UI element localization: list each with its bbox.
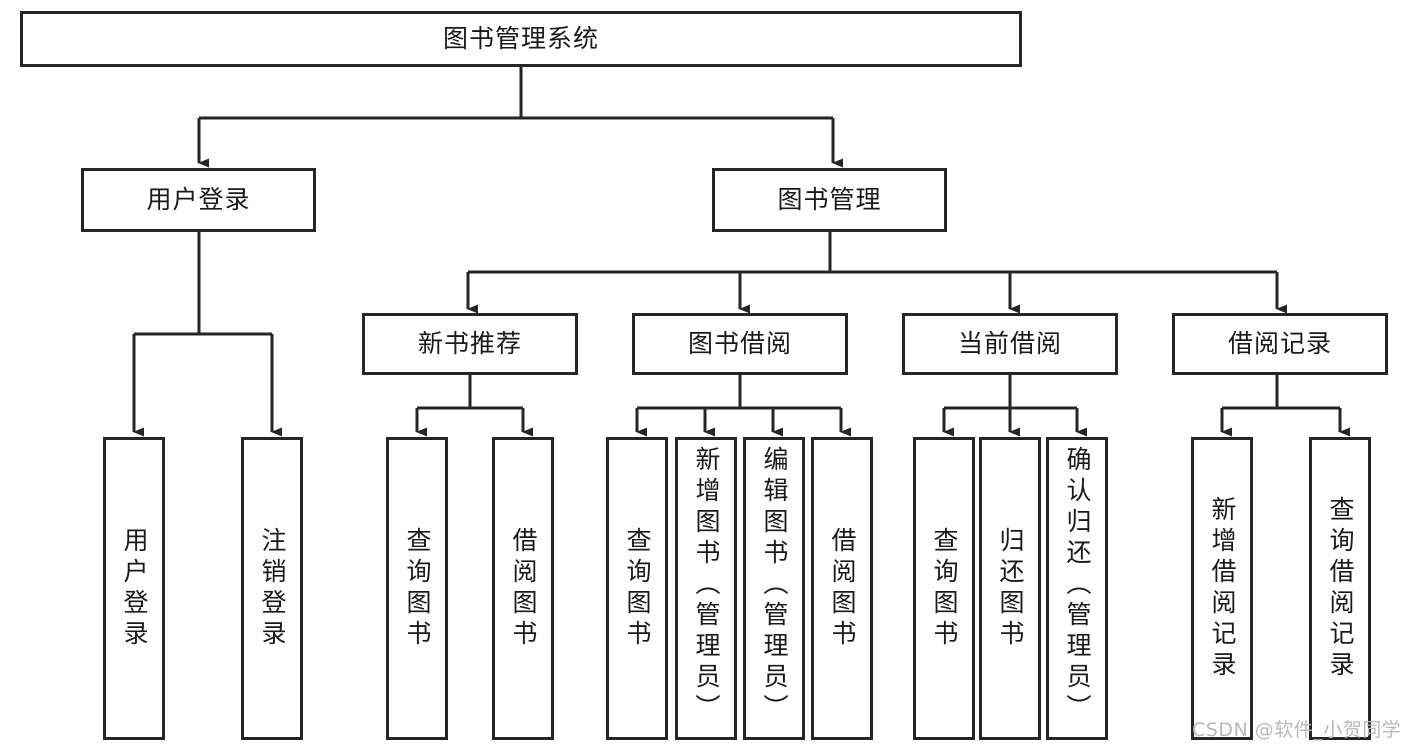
node-leaf-return-book-label: 归还图书 — [996, 526, 1025, 651]
node-borrow-record-label: 借阅记录 — [1227, 329, 1332, 359]
node-leaf-confirm-return-label: 确认归还（管理员） — [1063, 446, 1092, 725]
node-user-login[interactable]: 用户登录 — [81, 168, 316, 232]
node-book-borrow[interactable]: 图书借阅 — [632, 313, 848, 375]
node-book-manage-label: 图书管理 — [777, 185, 882, 215]
node-leaf-query-book-1[interactable]: 查询图书 — [386, 437, 448, 740]
node-leaf-confirm-return[interactable]: 确认归还（管理员） — [1046, 437, 1108, 740]
node-leaf-borrow-book-2[interactable]: 借阅图书 — [811, 437, 873, 740]
node-leaf-user-login-label: 用户登录 — [120, 526, 149, 651]
node-leaf-query-book-2-label: 查询图书 — [623, 526, 652, 651]
node-user-login-label: 用户登录 — [146, 185, 251, 215]
node-root-label: 图书管理系统 — [442, 24, 599, 54]
node-borrow-record[interactable]: 借阅记录 — [1172, 313, 1388, 375]
node-leaf-query-book-3-label: 查询图书 — [930, 526, 959, 651]
node-leaf-add-book[interactable]: 新增图书（管理员） — [675, 437, 737, 740]
node-leaf-query-book-2[interactable]: 查询图书 — [606, 437, 668, 740]
node-leaf-add-record-label: 新增借阅记录 — [1208, 495, 1237, 682]
node-leaf-add-record[interactable]: 新增借阅记录 — [1191, 437, 1253, 740]
node-leaf-borrow-book-1-label: 借阅图书 — [509, 526, 538, 651]
node-current-borrow-label: 当前借阅 — [957, 329, 1062, 359]
node-leaf-edit-book-label: 编辑图书（管理员） — [760, 446, 789, 725]
csdn-watermark: CSDN @软件_小贺同学 — [1192, 719, 1402, 741]
node-root[interactable]: 图书管理系统 — [20, 11, 1022, 67]
node-new-book-recommend[interactable]: 新书推荐 — [362, 313, 578, 375]
node-leaf-user-login[interactable]: 用户登录 — [103, 437, 165, 740]
node-leaf-return-book[interactable]: 归还图书 — [979, 437, 1041, 740]
node-leaf-query-record-label: 查询借阅记录 — [1326, 495, 1355, 682]
node-leaf-edit-book[interactable]: 编辑图书（管理员） — [743, 437, 805, 740]
node-leaf-user-logout[interactable]: 注销登录 — [241, 437, 303, 740]
node-leaf-borrow-book-1[interactable]: 借阅图书 — [492, 437, 554, 740]
node-leaf-query-book-1-label: 查询图书 — [403, 526, 432, 651]
node-new-book-recommend-label: 新书推荐 — [417, 329, 522, 359]
node-book-borrow-label: 图书借阅 — [687, 329, 792, 359]
node-book-manage[interactable]: 图书管理 — [712, 168, 947, 232]
node-leaf-query-record[interactable]: 查询借阅记录 — [1309, 437, 1371, 740]
node-leaf-user-logout-label: 注销登录 — [258, 526, 287, 651]
node-leaf-add-book-label: 新增图书（管理员） — [692, 446, 721, 725]
node-current-borrow[interactable]: 当前借阅 — [902, 313, 1118, 375]
node-leaf-query-book-3[interactable]: 查询图书 — [913, 437, 975, 740]
node-leaf-borrow-book-2-label: 借阅图书 — [828, 526, 857, 651]
